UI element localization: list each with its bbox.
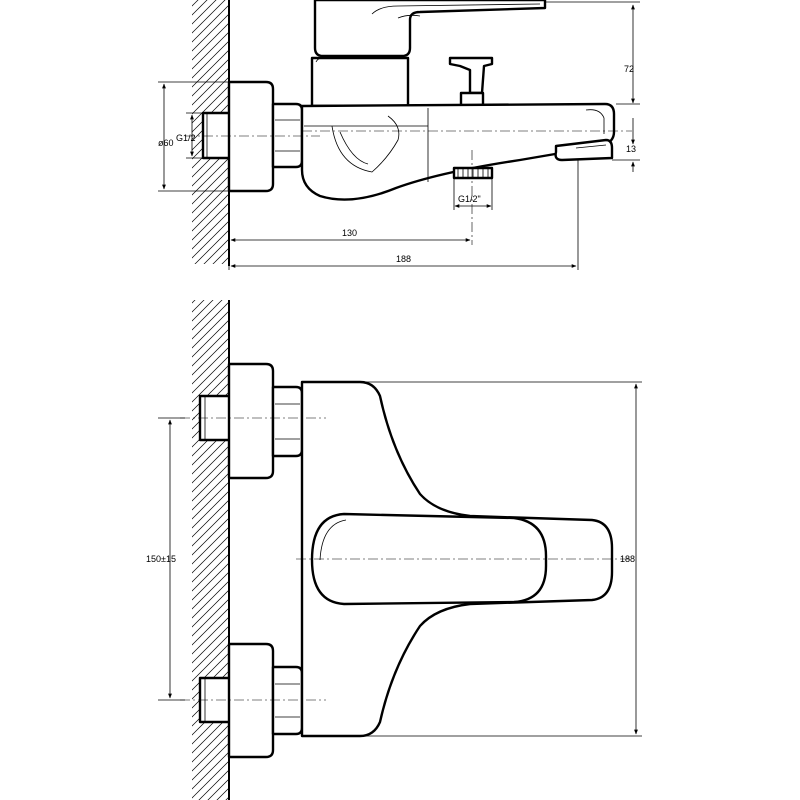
dim-inlet-thread: G1/2 [176, 133, 196, 143]
cartridge-side [310, 56, 410, 108]
height-dimensions: 72 13 [545, 1, 640, 172]
upper-inlet-top [198, 362, 304, 480]
body-top [300, 380, 614, 738]
lower-inlet-top [198, 642, 304, 759]
inlet-pipe-side [201, 111, 229, 160]
top-view: 150±15 188 [146, 300, 642, 800]
inlet-spacing-dimension: 150±15 [146, 417, 185, 701]
dim-overall-depth: 188 [396, 254, 411, 264]
wall-hatch-bottom [192, 300, 229, 800]
escutcheon-dimensions: ø60 G1/2 [158, 81, 229, 192]
body-spout-side [300, 102, 616, 201]
outlet-thread-callout: G1/2" [453, 178, 493, 210]
dim-top-height: 72 [624, 64, 634, 74]
dim-outlet-distance: 130 [342, 228, 357, 238]
dim-inlet-spacing: 150±15 [146, 554, 176, 564]
dim-outlet-thread: G1/2" [458, 194, 481, 204]
side-view: 72 13 G1/2" ø60 G1/2 130 [158, 0, 640, 270]
diverter-knob [448, 56, 494, 108]
escutcheon-side [227, 80, 275, 193]
dim-overall-width: 188 [620, 554, 635, 564]
hex-nut-side [271, 102, 304, 169]
overall-width-dimension: 188 [360, 381, 642, 737]
handle-side [313, 0, 547, 58]
depth-dimensions: 130 188 [228, 160, 579, 270]
dim-spout-drop: 13 [626, 144, 636, 154]
dim-escutcheon-diameter: ø60 [158, 138, 174, 148]
